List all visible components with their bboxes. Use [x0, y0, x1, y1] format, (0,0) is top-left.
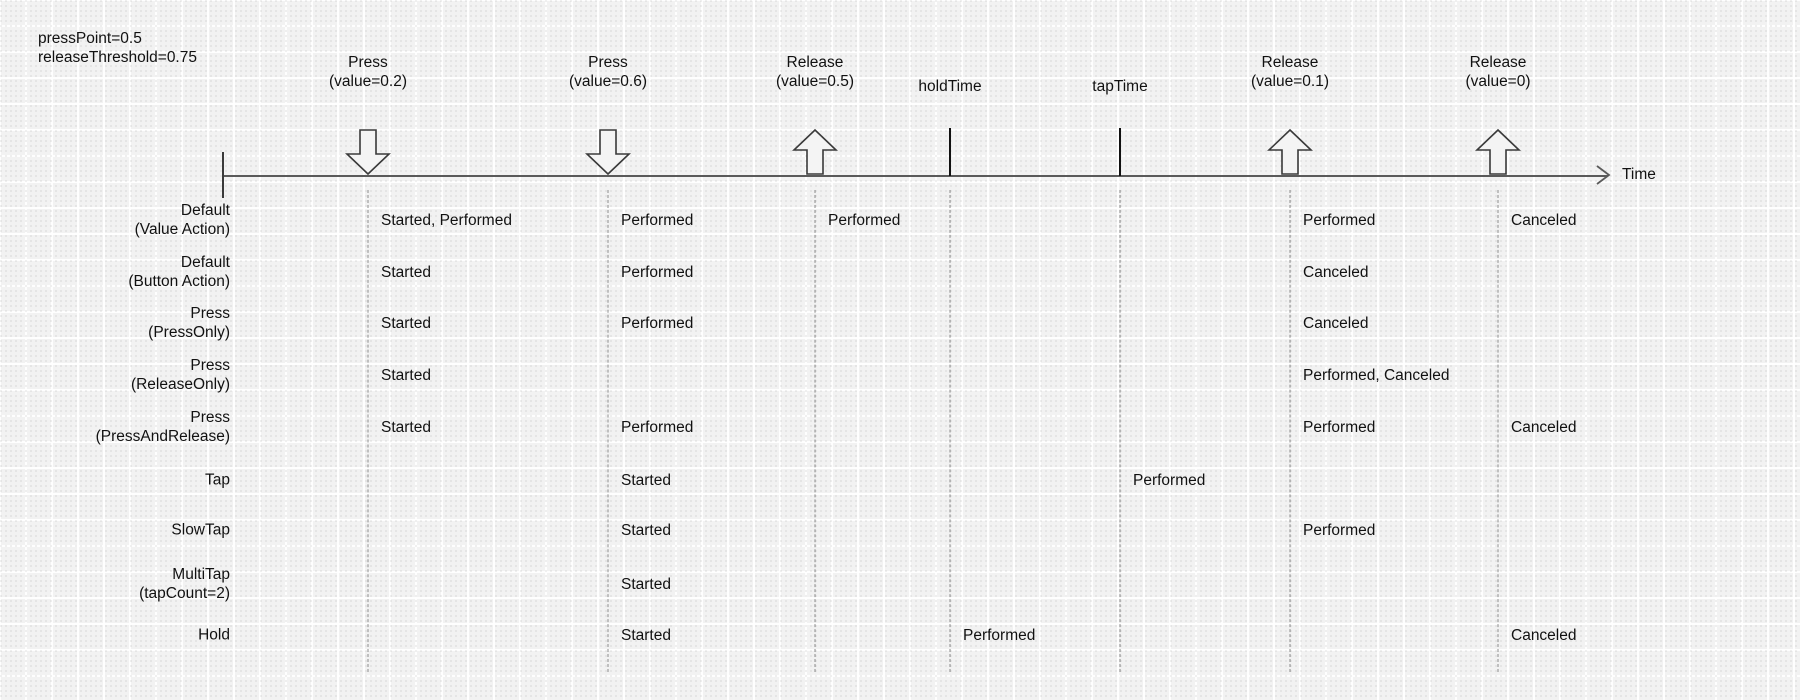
- row-label-multitap: MultiTap (tapCount=2): [139, 566, 230, 602]
- row-label-default-button-action: Default (Button Action): [128, 254, 230, 290]
- cell-default-value-action-press-0-2: Started, Performed: [381, 212, 512, 229]
- row-label-default-value-action: Default (Value Action): [134, 202, 230, 238]
- press-arrow-icon-press-0-6: [585, 128, 631, 181]
- time-axis-line: [222, 175, 1608, 177]
- cell-hold-release-0: Canceled: [1511, 627, 1577, 644]
- cell-press-pressonly-press-0-6: Performed: [621, 315, 694, 332]
- cell-press-pressonly-release-0-1: Canceled: [1303, 315, 1369, 332]
- event-label-tap-time: tapTime: [1092, 78, 1148, 95]
- cell-hold-hold-time: Performed: [963, 627, 1036, 644]
- cell-press-releaseonly-press-0-2: Started: [381, 367, 431, 384]
- row-label-hold: Hold: [198, 626, 230, 644]
- cell-default-value-action-press-0-6: Performed: [621, 212, 694, 229]
- event-label-press-0-6: Press (value=0.6): [569, 54, 647, 90]
- guide-line-release-0-5: [814, 190, 816, 672]
- row-label-press-releaseonly: Press (ReleaseOnly): [130, 357, 230, 393]
- cell-press-pressonly-press-0-2: Started: [381, 315, 431, 332]
- cell-press-pressandrelease-press-0-6: Performed: [621, 419, 694, 436]
- cell-hold-press-0-6: Started: [621, 627, 671, 644]
- cell-default-value-action-release-0-1: Performed: [1303, 212, 1376, 229]
- cell-press-pressandrelease-press-0-2: Started: [381, 419, 431, 436]
- row-label-press-pressandrelease: Press (PressAndRelease): [95, 409, 230, 445]
- event-label-release-0: Release (value=0): [1465, 54, 1531, 90]
- cell-default-button-action-press-0-6: Performed: [621, 264, 694, 281]
- cell-default-value-action-release-0: Canceled: [1511, 212, 1577, 229]
- guide-line-hold-time: [949, 190, 951, 672]
- row-label-slowtap: SlowTap: [171, 521, 230, 539]
- row-label-press-pressonly: Press (PressOnly): [148, 305, 230, 341]
- cell-tap-tap-time: Performed: [1133, 472, 1206, 489]
- event-label-release-0-5: Release (value=0.5): [776, 54, 854, 90]
- cell-press-pressandrelease-release-0: Canceled: [1511, 419, 1577, 436]
- cell-default-button-action-release-0-1: Canceled: [1303, 264, 1369, 281]
- cell-tap-press-0-6: Started: [621, 472, 671, 489]
- event-label-release-0-1: Release (value=0.1): [1251, 54, 1329, 90]
- time-axis-arrowhead: [1596, 165, 1611, 185]
- guide-line-press-0-6: [607, 190, 609, 672]
- cell-slowtap-press-0-6: Started: [621, 522, 671, 539]
- cell-multitap-press-0-6: Started: [621, 576, 671, 593]
- cell-default-button-action-press-0-2: Started: [381, 264, 431, 281]
- time-axis-start-cap: [222, 152, 224, 198]
- release-arrow-icon-release-0-1: [1267, 128, 1313, 181]
- cell-press-pressandrelease-release-0-1: Performed: [1303, 419, 1376, 436]
- cell-press-releaseonly-release-0-1: Performed, Canceled: [1303, 367, 1450, 384]
- parameters-note: pressPoint=0.5 releaseThreshold=0.75: [38, 30, 197, 66]
- row-label-tap: Tap: [205, 471, 230, 489]
- time-marker-hold-time: [949, 128, 951, 176]
- event-label-hold-time: holdTime: [918, 78, 982, 95]
- cell-default-value-action-release-0-5: Performed: [828, 212, 901, 229]
- cell-slowtap-release-0-1: Performed: [1303, 522, 1376, 539]
- release-arrow-icon-release-0: [1475, 128, 1521, 181]
- time-axis-label: Time: [1622, 166, 1656, 183]
- release-arrow-icon-release-0-5: [792, 128, 838, 181]
- guide-line-press-0-2: [367, 190, 369, 672]
- guide-line-release-0-1: [1289, 190, 1291, 672]
- event-label-press-0-2: Press (value=0.2): [329, 54, 407, 90]
- guide-line-tap-time: [1119, 190, 1121, 672]
- time-marker-tap-time: [1119, 128, 1121, 176]
- guide-line-release-0: [1497, 190, 1499, 672]
- press-arrow-icon-press-0-2: [345, 128, 391, 181]
